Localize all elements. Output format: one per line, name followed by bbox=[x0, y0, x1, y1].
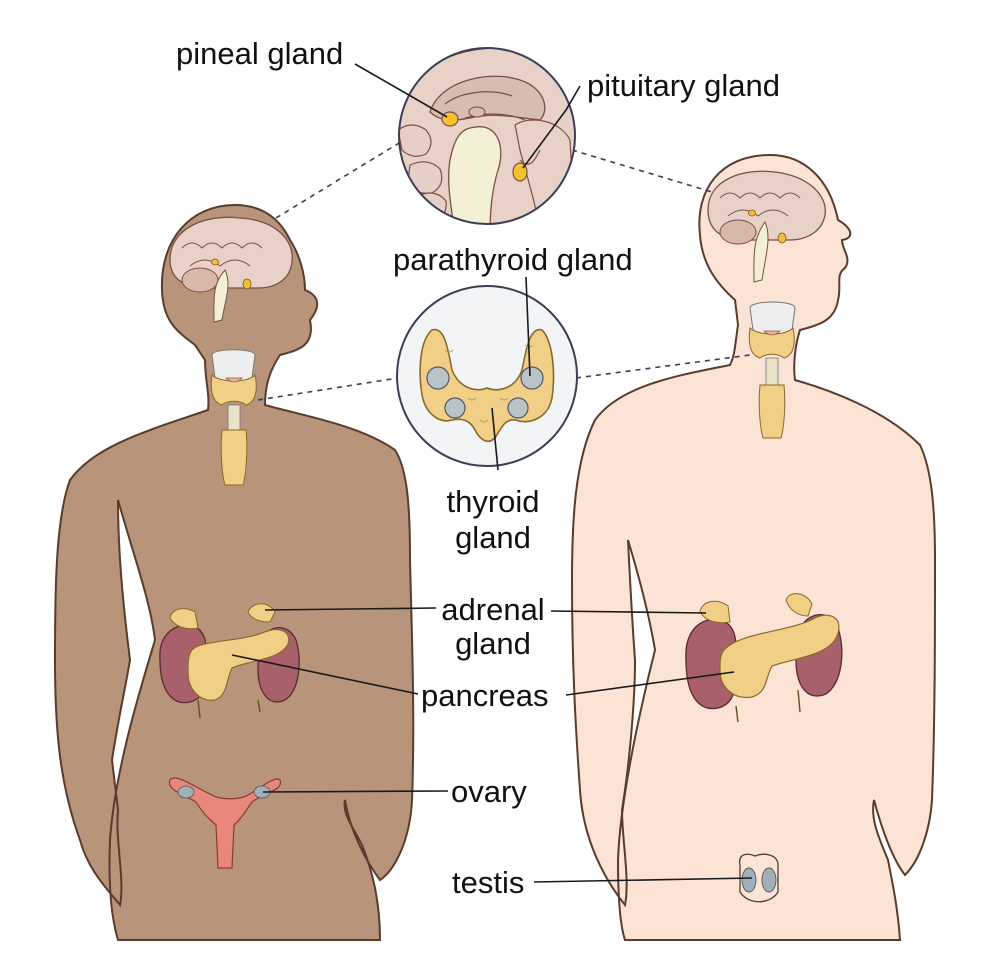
leader-lines bbox=[231, 63, 753, 883]
label-thyroid-line1: thyroid bbox=[446, 484, 539, 519]
label-adrenal-line1: adrenal bbox=[441, 592, 544, 627]
label-pineal-gland: pineal gland bbox=[176, 36, 343, 71]
female-body-silhouette bbox=[53, 203, 415, 941]
label-pancreas: pancreas bbox=[421, 678, 549, 713]
label-parathyroid-gland: parathyroid gland bbox=[393, 242, 633, 277]
male-abdomen-organs bbox=[685, 593, 843, 723]
female-uterus-ovaries bbox=[168, 777, 282, 869]
female-figure bbox=[53, 203, 415, 941]
male-testes bbox=[739, 853, 779, 903]
label-pituitary-gland: pituitary gland bbox=[587, 68, 780, 103]
male-thyroid bbox=[748, 301, 796, 439]
female-abdomen-organs bbox=[159, 603, 300, 719]
thyroid-inset bbox=[396, 285, 578, 467]
ovary-left-icon bbox=[177, 785, 195, 799]
testis-right-icon bbox=[761, 867, 777, 893]
label-ovary: ovary bbox=[451, 774, 527, 809]
label-thyroid-line2: gland bbox=[455, 520, 531, 555]
pineal-gland-icon bbox=[441, 111, 459, 127]
female-thyroid bbox=[210, 349, 257, 486]
male-figure bbox=[570, 153, 937, 941]
testis-left-icon bbox=[741, 867, 757, 893]
labels: pineal gland pituitary gland parathyroid… bbox=[176, 36, 780, 900]
male-brain bbox=[707, 170, 826, 283]
inset-connectors bbox=[257, 139, 751, 401]
label-testis: testis bbox=[452, 865, 524, 900]
male-body-silhouette bbox=[570, 153, 937, 941]
label-adrenal-line2: gland bbox=[455, 626, 531, 661]
brain-inset bbox=[398, 47, 576, 225]
female-brain bbox=[169, 216, 293, 323]
